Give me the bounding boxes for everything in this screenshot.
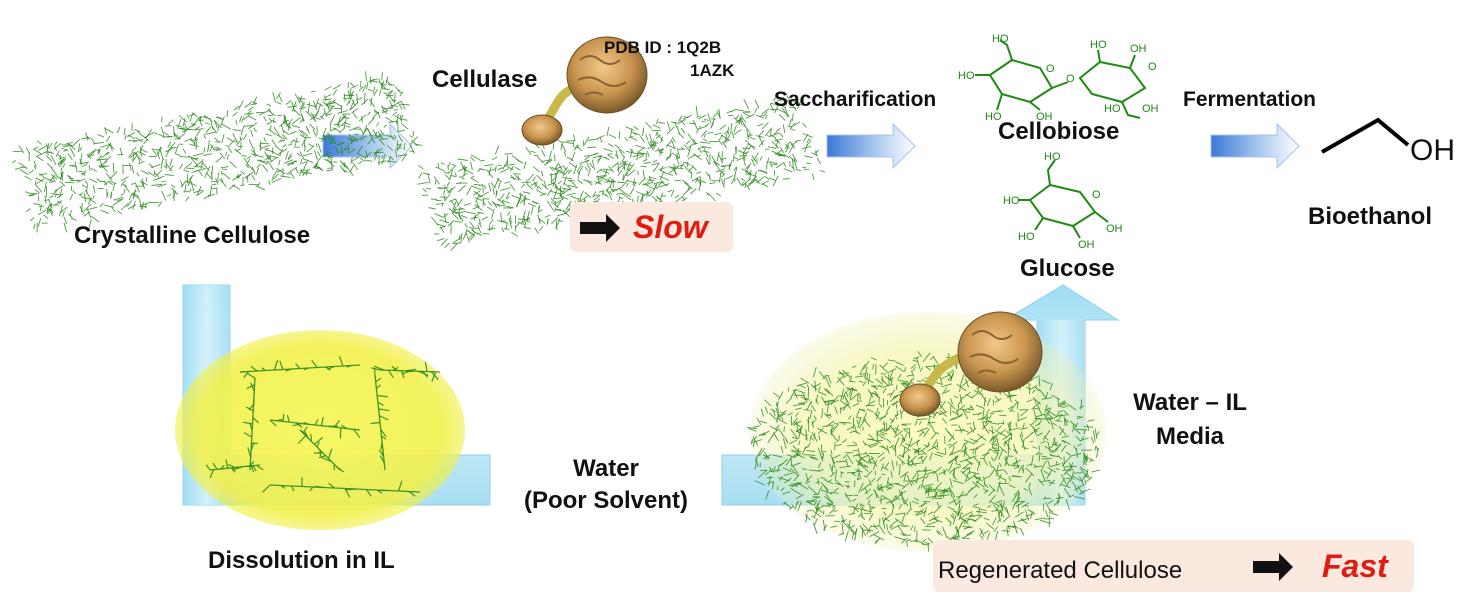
ethanol-oh-label: OH (1410, 134, 1455, 168)
arrow-saccharification (827, 124, 915, 168)
glucose-atom-ho-2: HO (1003, 195, 1020, 207)
cellobiose-atom-oh-3: OH (1142, 103, 1159, 115)
ethanol-skeleton (1322, 120, 1408, 152)
glucose-atom-oh-2: OH (1106, 223, 1123, 235)
glucose-atom-o-1: O (1092, 189, 1101, 201)
glucose-label: Glucose (1020, 255, 1115, 283)
slow-label: Slow (633, 209, 708, 246)
regenerated-halo (750, 312, 1106, 552)
fermentation-label: Fermentation (1183, 88, 1316, 112)
bioethanol-label: Bioethanol (1308, 203, 1432, 231)
regenerated-cellulose-label: Regenerated Cellulose (938, 557, 1182, 585)
water-il-media-label: Water – IL Media (1110, 386, 1270, 454)
water-label-line1: Water (500, 453, 712, 485)
cellobiose-atom-ho-5: HO (1104, 103, 1121, 115)
pdb-id-line2: 1AZK (690, 61, 734, 81)
fast-label: Fast (1322, 548, 1388, 585)
pdb-id-line1: PDB ID : 1Q2B (604, 38, 721, 58)
crystalline-cellulose-label: Crystalline Cellulose (74, 222, 310, 250)
cellobiose-atom-o-1: O (1046, 63, 1055, 75)
glucose-atom-ho-3: HO (1018, 231, 1035, 243)
dissolution-label: Dissolution in IL (208, 547, 395, 575)
cellulase-label: Cellulase (432, 66, 537, 94)
water-label-line2: (Poor Solvent) (500, 485, 712, 517)
arrow-fermentation (1211, 124, 1299, 168)
cellobiose-atom-ho-1: HO (992, 33, 1009, 45)
water-il-media-line1: Water – IL (1110, 386, 1270, 420)
cellobiose-label: Cellobiose (998, 118, 1119, 146)
cellobiose-atom-o-3: O (1148, 61, 1157, 73)
cellobiose-atom-oh-2: OH (1130, 43, 1147, 55)
cellobiose-atom-ho-2: HO (958, 70, 975, 82)
dissolution-halo (175, 330, 465, 530)
glucose-atom-ho-1: HO (1044, 151, 1061, 163)
glucose-atom-oh-1: OH (1078, 239, 1095, 251)
water-il-media-line2: Media (1110, 420, 1270, 454)
cellobiose-atom-o-2: O (1066, 73, 1075, 85)
saccharification-label: Saccharification (774, 88, 936, 112)
cellobiose-atom-labels: HO HO HO OH O O HO OH O HO OH (958, 33, 1159, 123)
cellobiose-atom-ho-4: HO (1090, 39, 1107, 51)
water-label: Water (Poor Solvent) (500, 453, 712, 517)
